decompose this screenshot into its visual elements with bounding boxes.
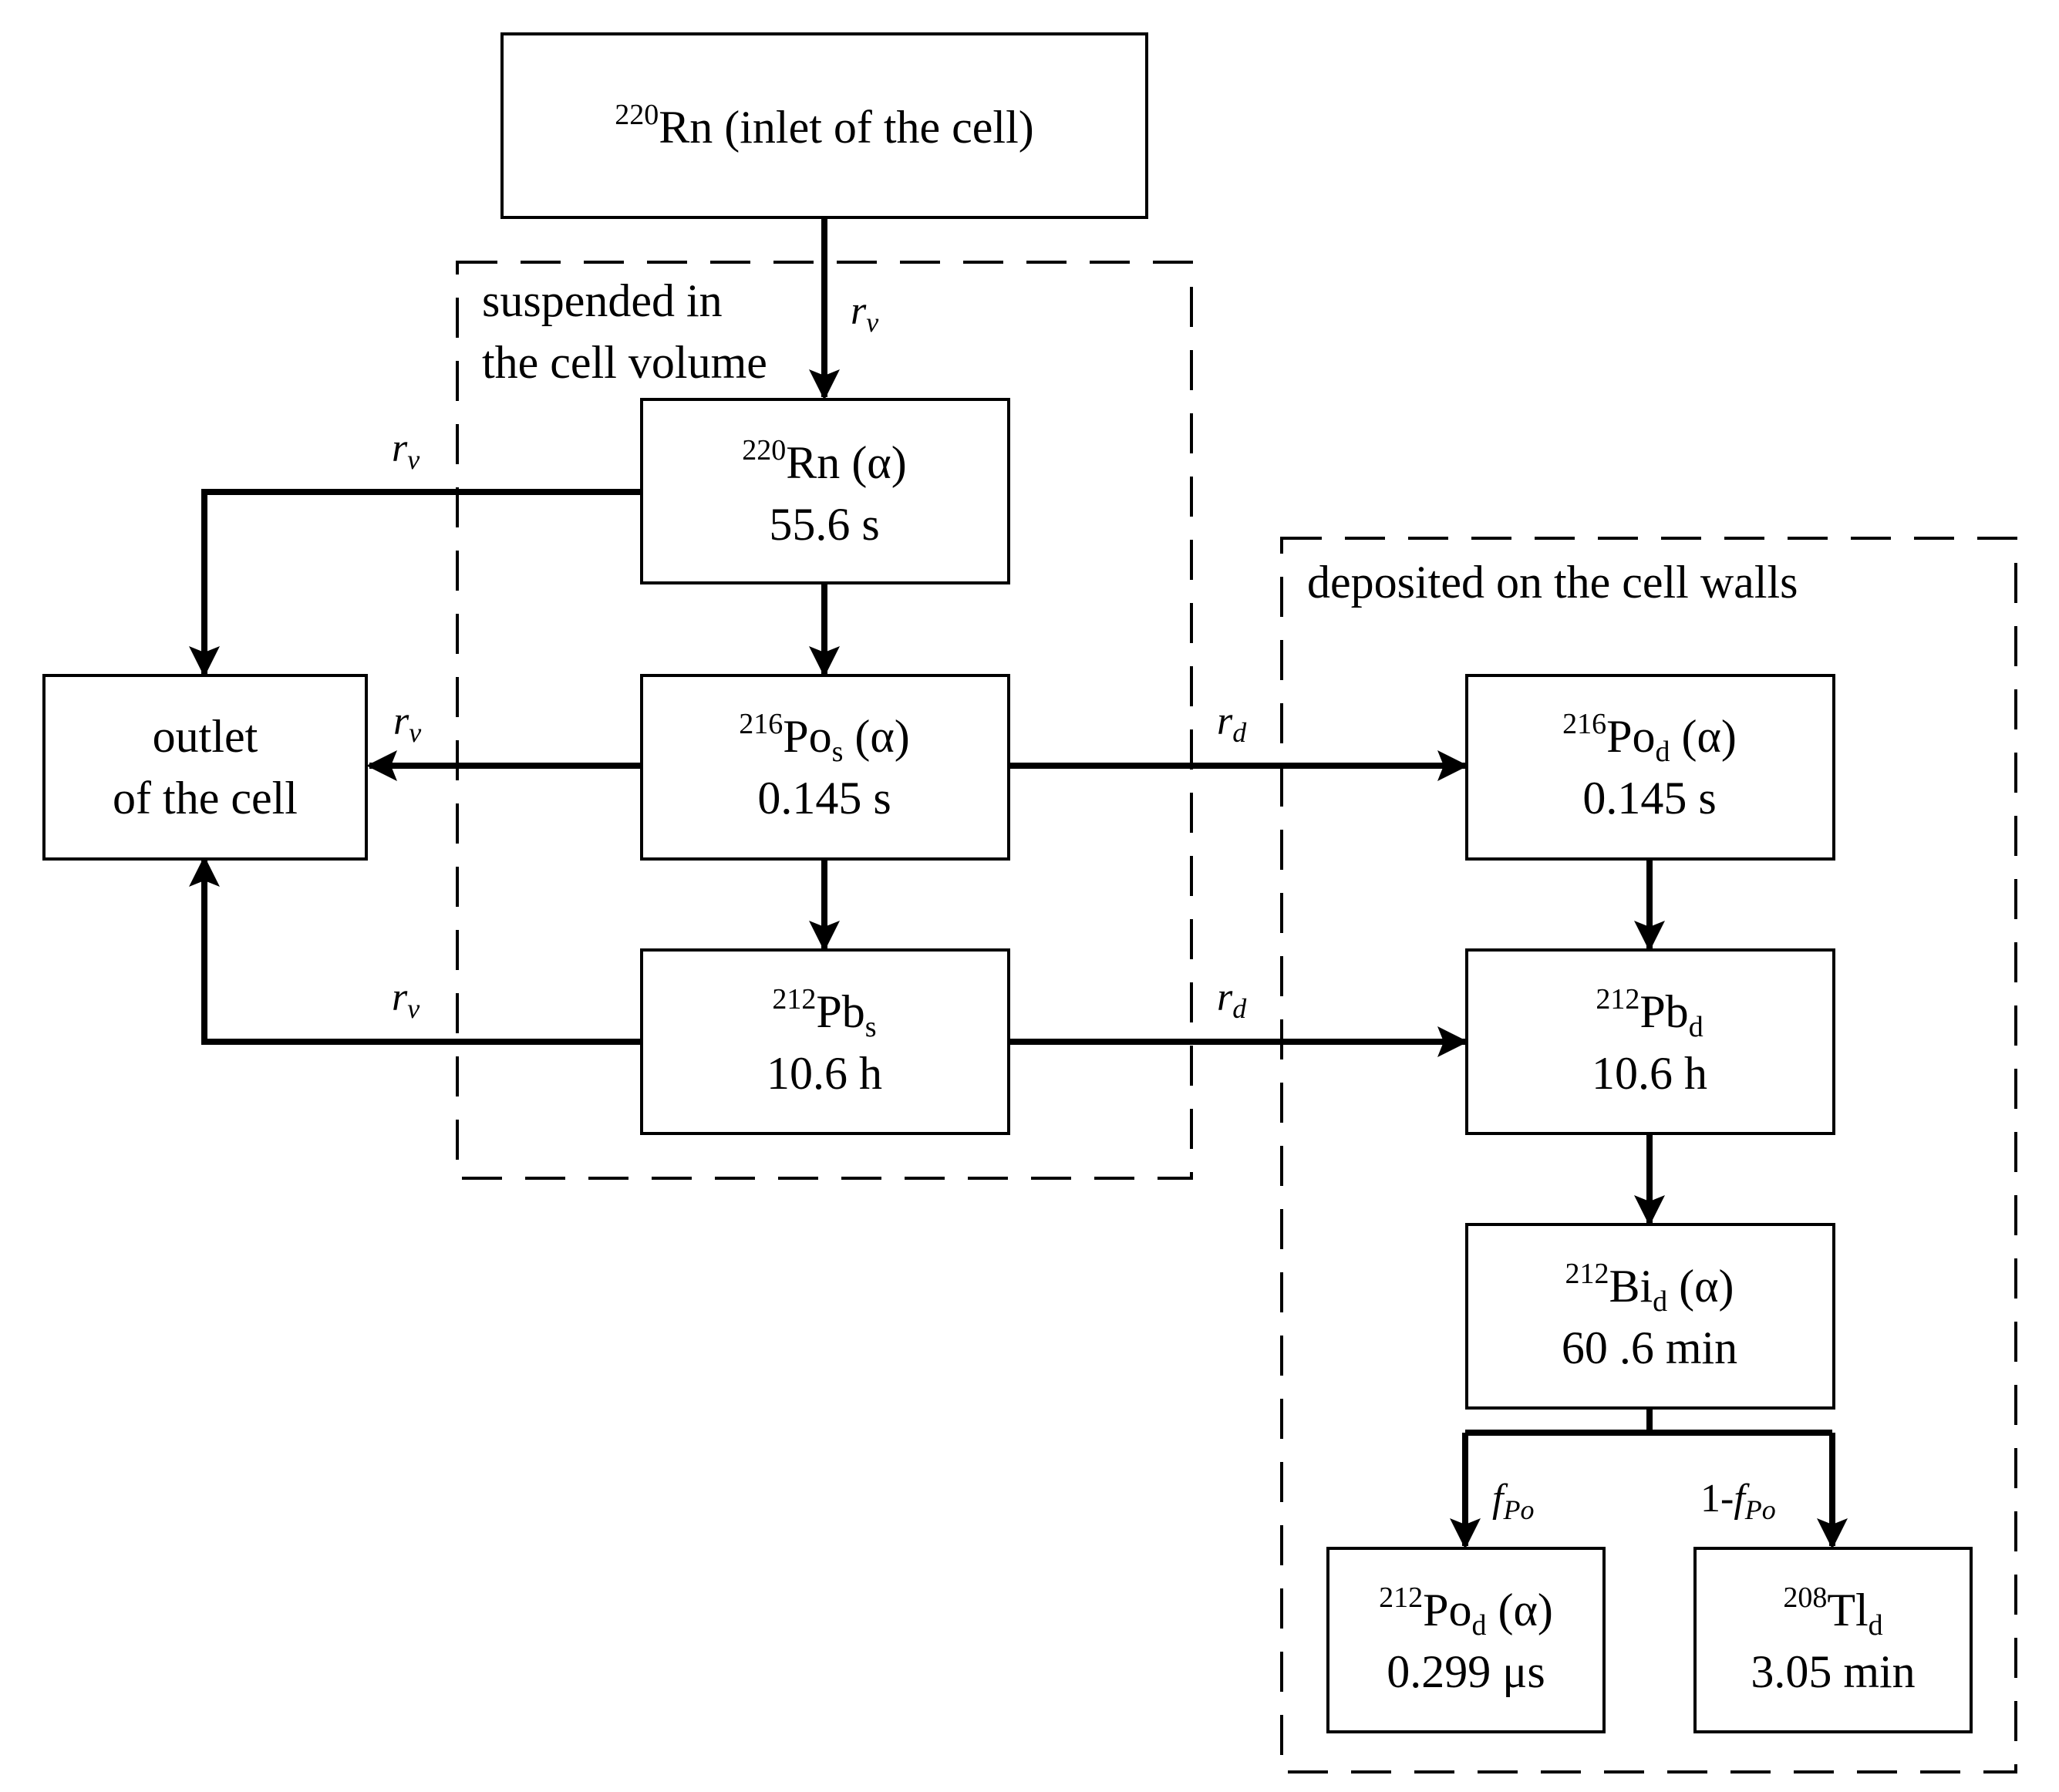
region-deposited-border: [1280, 537, 2017, 1773]
node-bi212d-line2: 60 .6 min: [1562, 1322, 1737, 1373]
edge-pb212s-pb212d: rd: [1007, 975, 1468, 1057]
node-pb212s: 212Pbs 10.6 h: [640, 948, 1010, 1135]
edge-bi212d-tl208d: 1-fPo: [1700, 1433, 1848, 1549]
edge-bi212d-tl208d-label: 1-fPo: [1700, 1477, 1776, 1525]
node-outlet: outlet of the cell: [42, 674, 368, 861]
node-pb212s-line1: 212Pbs: [772, 983, 876, 1043]
node-rn220-box: [640, 398, 1010, 584]
edge-bi212d-po212d: fPo: [1450, 1433, 1534, 1549]
node-pb212d-box: [1465, 948, 1835, 1135]
node-pb212s-line2: 10.6 h: [767, 1048, 882, 1099]
node-bi212d-line1: 212Bid (α): [1565, 1258, 1734, 1318]
region-suspended: suspended in the cell volume: [456, 261, 1193, 1180]
node-po216s-line2: 0.145 s: [757, 773, 891, 824]
node-inlet: 220Rn (inlet of the cell): [500, 32, 1148, 219]
node-bi212d-box: [1465, 1223, 1835, 1410]
node-po216d-line2: 0.145 s: [1582, 773, 1716, 824]
region-suspended-label-line1: suspended in: [482, 275, 723, 326]
node-po216s: 216Pos (α) 0.145 s: [640, 674, 1010, 861]
edge-rn-outlet: rv: [189, 426, 642, 677]
node-tl208d: 208Tld 3.05 min: [1693, 1547, 1973, 1733]
node-pb212d: 212Pbd 10.6 h: [1465, 948, 1835, 1135]
node-inlet-line1: 220Rn (inlet of the cell): [615, 99, 1034, 153]
region-suspended-label-line2: the cell volume: [482, 337, 767, 388]
edge-bi212d-po212d-label: fPo: [1492, 1477, 1534, 1525]
node-outlet-line2: of the cell: [113, 773, 298, 824]
region-deposited: deposited on the cell walls: [1280, 537, 2017, 1773]
node-pb212s-box: [640, 948, 1010, 1135]
node-pb212d-line2: 10.6 h: [1592, 1048, 1707, 1099]
node-tl208d-box: [1693, 1547, 1973, 1733]
node-po216d: 216Pod (α) 0.145 s: [1465, 674, 1835, 861]
node-po212d-line1: 212Pod (α): [1379, 1581, 1553, 1642]
edge-po216s-outlet: rv: [366, 699, 642, 781]
node-po216s-line1: 216Pos (α): [739, 708, 910, 768]
region-deposited-label: deposited on the cell walls: [1307, 557, 1798, 608]
edge-rn-outlet-arrow: [189, 489, 642, 677]
node-po212d-line2: 0.299 μs: [1387, 1646, 1545, 1697]
edge-inlet-rn-label: rv: [851, 289, 878, 338]
node-inlet-box: [500, 32, 1148, 219]
node-rn220-line2: 55.6 s: [769, 499, 879, 550]
edge-inlet-rn: rv: [809, 218, 878, 400]
node-po216d-line1: 216Pod (α): [1562, 708, 1737, 768]
edge-pb212s-outlet: rv: [189, 856, 642, 1045]
edge-rn-outlet-label: rv: [392, 426, 420, 475]
node-tl208d-line2: 3.05 min: [1751, 1646, 1915, 1697]
edge-pb212s-pb212d-label: rd: [1217, 975, 1247, 1024]
node-po212d: 212Pod (α) 0.299 μs: [1326, 1547, 1606, 1733]
node-po216s-box: [640, 674, 1010, 861]
edge-po216s-po216d-label: rd: [1217, 699, 1247, 748]
node-rn220-line1: 220Rn (α): [742, 434, 906, 488]
edge-bi212d-branch: [1465, 1408, 1832, 1436]
node-bi212d: 212Bid (α) 60 .6 min: [1465, 1223, 1835, 1410]
edge-pb212s-outlet-label: rv: [392, 975, 420, 1024]
edge-po216s-po216d: rd: [1007, 699, 1468, 781]
node-rn220: 220Rn (α) 55.6 s: [640, 398, 1010, 584]
node-tl208d-line1: 208Tld: [1783, 1581, 1882, 1642]
edge-pb212s-outlet-arrow: [189, 856, 642, 1045]
edge-po216s-outlet-label: rv: [393, 699, 421, 748]
node-pb212d-line1: 212Pbd: [1596, 983, 1703, 1043]
node-po216d-box: [1465, 674, 1835, 861]
node-outlet-line1: outlet: [153, 711, 258, 762]
node-outlet-box: [42, 674, 368, 861]
node-po212d-box: [1326, 1547, 1606, 1733]
